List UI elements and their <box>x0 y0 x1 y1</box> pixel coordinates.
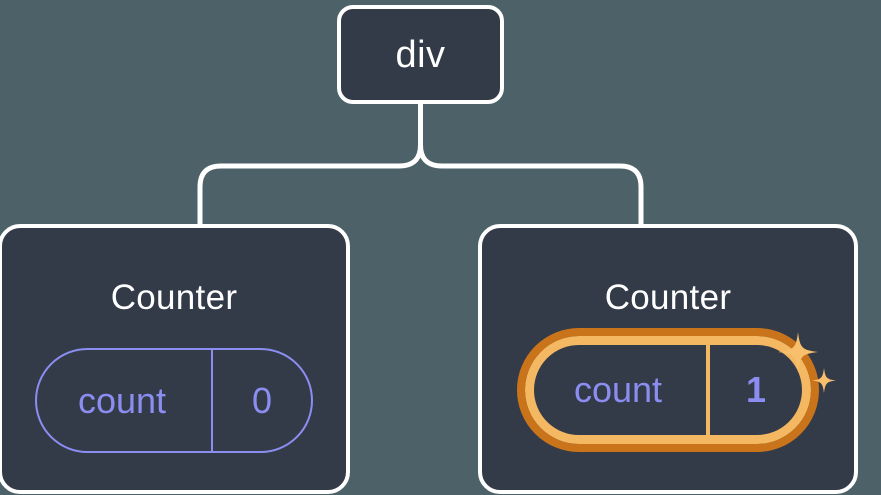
state-key-label: count <box>573 369 663 410</box>
counter-right-state-wrap: count 1 <box>482 328 854 452</box>
counter-left-state-wrap: count 0 <box>2 348 346 453</box>
state-value-label: 1 <box>706 345 802 435</box>
state-pill-count[interactable]: count 0 <box>35 348 313 453</box>
connector-left <box>197 101 423 227</box>
node-counter-right[interactable]: Counter count 1 <box>478 224 858 494</box>
connector-right <box>418 101 644 227</box>
node-root-div[interactable]: div <box>337 5 504 104</box>
node-counter-left[interactable]: Counter count 0 <box>0 224 350 494</box>
state-key-label: count <box>77 379 167 421</box>
counter-left-title: Counter <box>110 278 238 317</box>
state-value-label: 0 <box>211 350 311 451</box>
root-node-label: div <box>395 33 446 76</box>
counter-right-title: Counter <box>604 278 732 317</box>
state-pill-count-highlighted[interactable]: count 1 <box>517 328 819 452</box>
